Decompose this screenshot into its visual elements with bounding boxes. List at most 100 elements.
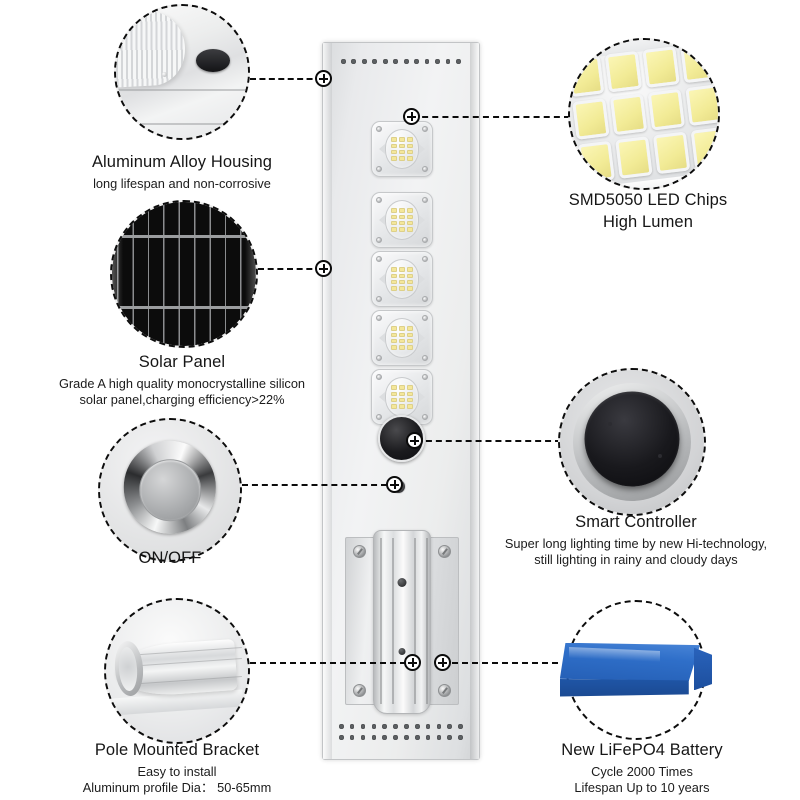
screw-icon [376, 355, 382, 361]
caption-title: Smart Controller [575, 513, 697, 531]
screw-icon [422, 414, 428, 420]
callout-line-onoff [242, 484, 387, 486]
screw-icon [376, 414, 382, 420]
callout-target-smd [403, 108, 420, 125]
caption-title: SMD5050 LED Chips [568, 191, 728, 209]
led-chip-grid [391, 385, 413, 409]
screw-icon [422, 355, 428, 361]
lens-wing [379, 274, 385, 284]
led-module [371, 251, 433, 307]
housing-right-rail [470, 43, 479, 759]
top-screw-hole-row [341, 59, 461, 64]
screw-icon [376, 197, 382, 203]
pole-mount-bracket [345, 530, 459, 714]
lifepo4-battery-pack [559, 642, 713, 697]
screw-icon [422, 197, 428, 203]
bottom-screw-hole-row [339, 724, 463, 729]
caption-lifepo4-battery: New LiFePO4 Battery Cycle 2000 Times Lif… [492, 740, 792, 796]
screw-icon [376, 256, 382, 262]
led-chip-grid [391, 267, 413, 291]
screw-icon [422, 126, 428, 132]
led-module [371, 192, 433, 248]
caption-smart-controller: Smart Controller Super long lighting tim… [476, 512, 796, 568]
bracket-flute [380, 538, 382, 704]
screw-icon [422, 296, 428, 302]
aluminum-housing-photo [116, 6, 248, 138]
bracket-screw-icon [353, 684, 366, 697]
screw-icon [422, 315, 428, 321]
power-button-photo [100, 420, 240, 560]
bracket-bolt [397, 578, 407, 587]
screw-icon [422, 256, 428, 262]
callout-target-onoff [386, 476, 403, 493]
caption-smd5050-led-chips: SMD5050 LED Chips High Lumen [500, 190, 796, 232]
screw-icon [376, 374, 382, 380]
caption-title: ON/OFF [138, 549, 202, 567]
caption-on-off: ON/OFF [20, 548, 320, 569]
callout-bubble-battery [559, 600, 713, 740]
housing-left-rail [323, 43, 332, 759]
caption-aluminum-alloy-housing: Aluminum Alloy Housing long lifespan and… [22, 152, 342, 192]
caption-subtitle: long lifespan and non-corrosive [93, 175, 271, 191]
callout-line-controller [416, 440, 561, 442]
bracket-screw-icon [438, 684, 451, 697]
screw-icon [422, 237, 428, 243]
callout-target-pole [404, 654, 421, 671]
caption-solar-panel: Solar Panel Grade A high quality monocry… [12, 352, 352, 408]
lens-wing [419, 144, 425, 154]
caption-subtitle: Super long lighting time by new Hi-techn… [504, 535, 768, 567]
led-module [371, 121, 433, 177]
caption-title: Aluminum Alloy Housing [91, 153, 273, 171]
callout-bubble-onoff [98, 418, 242, 562]
bracket-screw-icon [438, 545, 451, 558]
led-module [371, 369, 433, 425]
callout-bubble-solar [110, 200, 258, 348]
caption-pole-mounted-bracket: Pole Mounted Bracket Easy to install Alu… [12, 740, 342, 796]
callout-line-battery [442, 662, 558, 664]
smd5050-led-photo [570, 40, 718, 188]
lens-wing [419, 274, 425, 284]
caption-title: Solar Panel [138, 353, 226, 371]
screw-icon [376, 296, 382, 302]
callout-line-smd [412, 116, 570, 118]
led-lens [385, 259, 419, 299]
lens-wing [419, 392, 425, 402]
caption-title: Pole Mounted Bracket [94, 741, 260, 759]
bracket-flute [392, 538, 394, 704]
screw-icon [376, 166, 382, 172]
solar-panel-photo [112, 202, 256, 346]
callout-bubble-pole [104, 598, 250, 744]
lens-wing [379, 333, 385, 343]
caption-title-line2: High Lumen [603, 212, 693, 231]
callout-bubble-housing [114, 4, 250, 140]
lens-wing [419, 215, 425, 225]
bracket-screw-icon [353, 545, 366, 558]
callout-target-housing [315, 70, 332, 87]
callout-line-pole [250, 662, 406, 664]
screw-icon [376, 315, 382, 321]
callout-line-housing [250, 78, 322, 80]
led-lens [385, 129, 419, 169]
led-module [371, 310, 433, 366]
pole-bracket-photo [106, 600, 248, 742]
bottom-screw-hole-row [339, 735, 463, 740]
callout-bubble-smd [568, 38, 720, 190]
caption-subtitle: Cycle 2000 Times Lifespan Up to 10 years [574, 763, 710, 795]
lens-wing [379, 392, 385, 402]
smart-controller-photo [560, 370, 704, 514]
led-lens [385, 377, 419, 417]
caption-subtitle: Grade A high quality monocrystalline sil… [58, 375, 306, 407]
callout-target-battery [434, 654, 451, 671]
callout-line-solar [258, 268, 322, 270]
screw-icon [422, 374, 428, 380]
led-lens [385, 318, 419, 358]
caption-title: New LiFePO4 Battery [561, 741, 723, 759]
bracket-tube [373, 530, 431, 714]
callout-bubble-controller [558, 368, 706, 516]
caption-subtitle: Easy to install Aluminum profile Dia： 50… [82, 763, 272, 795]
led-chip-grid [391, 137, 413, 161]
lens-wing [379, 144, 385, 154]
bracket-flute [414, 538, 416, 704]
callout-target-solar [315, 260, 332, 277]
bracket-bolt [398, 648, 406, 655]
